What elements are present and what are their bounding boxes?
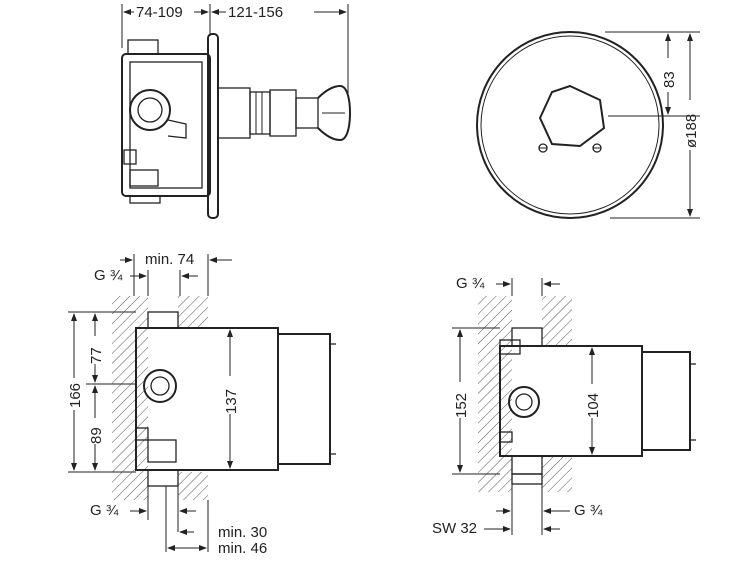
g34-bottom-right: G ¾ bbox=[574, 502, 603, 519]
dim-152: 152 bbox=[453, 393, 470, 418]
dim-83: 83 bbox=[661, 71, 678, 88]
g34-top-left: G ¾ bbox=[94, 267, 123, 284]
dim-diameter-188: ø188 bbox=[683, 114, 700, 148]
dim-137: 137 bbox=[223, 389, 240, 414]
dim-77: 77 bbox=[88, 347, 105, 364]
install-section-right: G ¾ 152 104 G ¾ SW 32 bbox=[432, 275, 696, 537]
side-view: 74-109 121-156 bbox=[121, 4, 352, 219]
dim-89: 89 bbox=[88, 427, 105, 444]
dim-121-156: 121-156 bbox=[228, 4, 283, 21]
front-view: 83 ø188 bbox=[476, 31, 700, 219]
dim-74-109: 74-109 bbox=[136, 4, 183, 21]
dim-min-46: min. 46 bbox=[218, 540, 267, 557]
dim-166: 166 bbox=[67, 383, 84, 408]
dim-min-74: min. 74 bbox=[145, 251, 194, 268]
g34-bottom-left: G ¾ bbox=[90, 502, 119, 519]
dim-sw-32: SW 32 bbox=[432, 520, 477, 537]
dim-min-30: min. 30 bbox=[218, 524, 267, 541]
install-section-left: min. 74 G ¾ 166 77 89 137 G bbox=[67, 251, 336, 557]
g34-top-right: G ¾ bbox=[456, 275, 485, 292]
dim-104: 104 bbox=[585, 393, 602, 418]
